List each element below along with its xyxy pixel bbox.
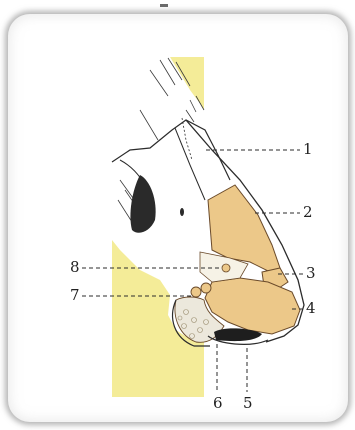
cartilage-junction-node [222, 264, 230, 272]
nasal-foramen [180, 208, 184, 216]
callout-4: 4 [306, 301, 316, 316]
callout-8: 8 [70, 260, 80, 275]
callout-1: 1 [303, 142, 313, 157]
callout-5: 5 [243, 396, 253, 411]
minor-alar-cartilage-b [201, 283, 211, 293]
minor-alar-cartilage-a [191, 287, 201, 297]
callout-3: 3 [306, 266, 316, 281]
callout-7: 7 [70, 288, 80, 303]
callout-6: 6 [213, 396, 223, 411]
callout-2: 2 [303, 205, 313, 220]
